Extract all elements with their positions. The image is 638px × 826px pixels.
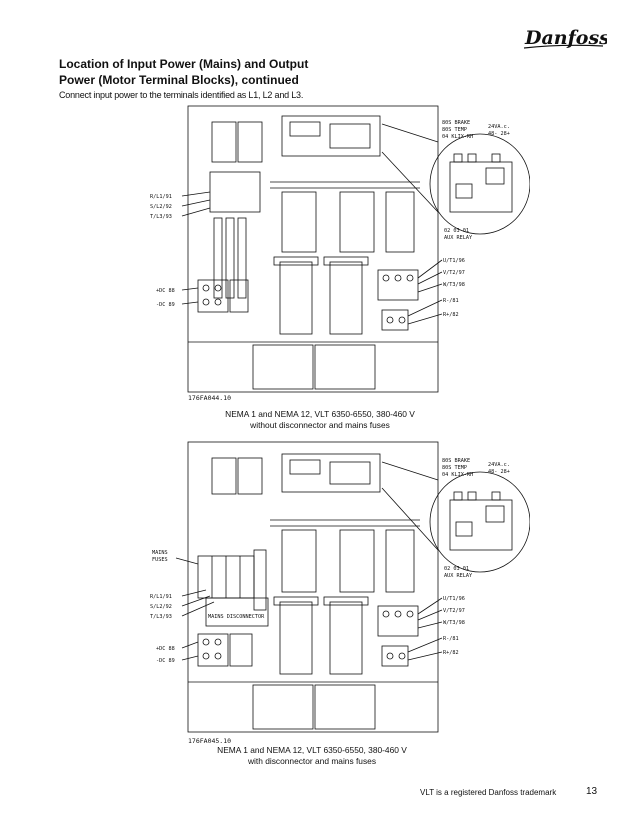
label-dc-pos: +DC 88	[156, 646, 175, 652]
label-dc-neg: -DC 89	[156, 302, 175, 308]
label-brake-r-pos: R+/82	[443, 312, 459, 318]
label-detail-2: 80S TEMP	[442, 127, 467, 133]
label-motor-w: W/T3/98	[443, 282, 465, 288]
trademark-note: VLT is a registered Danfoss trademark	[420, 788, 557, 797]
label-dc-neg: -DC 89	[156, 658, 175, 664]
capacitor-bank-2	[329, 261, 363, 335]
mains-disconnector	[205, 597, 269, 627]
label-relay-2: AUX RELAY	[444, 235, 473, 241]
label-fuses-1: MAINS	[152, 550, 168, 556]
figure-1-caption: NEMA 1 and NEMA 12, VLT 6350-6550, 380-4…	[170, 409, 470, 431]
label-motor-v: V/T2/97	[443, 270, 465, 276]
label-motor-w: W/T3/98	[443, 620, 465, 626]
label-dc-pos: +DC 88	[156, 288, 175, 294]
label-detail-1: 80S BRAKE	[442, 458, 470, 464]
figure-2-caption-line-2: with disconnector and mains fuses	[247, 756, 377, 766]
capacitor-bank-1	[279, 261, 313, 335]
label-relay-1: 02 03 01	[444, 566, 469, 572]
svg-text:Danfoss: Danfoss	[524, 27, 607, 49]
figure-2-id: 176FA045.10	[188, 737, 232, 745]
figure-1-diagram: R/L1/91 S/L2/92 T/L3/93 +DC 88 -DC 89 U/…	[150, 105, 530, 393]
label-mains-t: T/L3/93	[150, 614, 172, 620]
figure-2-caption: NEMA 1 and NEMA 12, VLT 6350-6550, 380-4…	[162, 745, 462, 767]
capacitor-bank-1	[279, 601, 313, 675]
label-brake-r-neg: R-/81	[443, 636, 459, 642]
label-fuses-2: FUSES	[152, 557, 168, 563]
label-mains-r: R/L1/91	[150, 194, 172, 200]
figure-2-caption-line-1: NEMA 1 and NEMA 12, VLT 6350-6550, 380-4…	[217, 745, 407, 755]
label-detail-voltage-2: 48- 28+	[488, 131, 510, 137]
figure-1-caption-line-1: NEMA 1 and NEMA 12, VLT 6350-6550, 380-4…	[225, 409, 415, 419]
cabinet-outline	[187, 105, 439, 393]
label-relay-1: 02 03 01	[444, 228, 469, 234]
label-motor-u: U/T1/96	[443, 596, 465, 602]
section-title-line-1: Location of Input Power (Mains) and Outp…	[59, 57, 309, 71]
label-motor-u: U/T1/96	[443, 258, 465, 264]
figure-1-caption-line-2: without disconnector and mains fuses	[250, 420, 390, 430]
label-mains-r: R/L1/91	[150, 594, 172, 600]
page-number: 13	[586, 786, 598, 797]
label-brake-r-neg: R-/81	[443, 298, 459, 304]
control-board	[281, 115, 381, 157]
figure-2-diagram: MAINS FUSES R/L1/91 S/L2/92 T/L3/93 MAIN…	[150, 441, 530, 733]
figure-1-id: 176FA044.10	[188, 394, 232, 402]
label-detail-voltage-2: 48- 28+	[488, 469, 510, 475]
label-brake-r-pos: R+/82	[443, 650, 459, 656]
cabinet-outline	[187, 441, 439, 733]
intro-text: Connect input power to the terminals ide…	[59, 90, 304, 100]
control-board	[281, 453, 381, 493]
label-detail-2: 80S TEMP	[442, 465, 467, 471]
label-detail-3: 04 KLIX-RH	[442, 472, 473, 478]
capacitor-bank-2	[329, 601, 363, 675]
label-detail-voltage-1: 24VA.c.	[488, 462, 510, 468]
detail-callout-circle	[429, 133, 530, 235]
label-detail-1: 80S BRAKE	[442, 120, 470, 126]
label-mains-t: T/L3/93	[150, 214, 172, 220]
label-detail-3: 04 KLIX-RH	[442, 134, 473, 140]
section-title-line-2: Power (Motor Terminal Blocks), continued	[59, 73, 299, 87]
label-motor-v: V/T2/97	[443, 608, 465, 614]
label-mains-s: S/L2/92	[150, 204, 172, 210]
danfoss-logo: Danfoss	[523, 27, 607, 49]
label-detail-voltage-1: 24VA.c.	[488, 124, 510, 130]
label-relay-2: AUX RELAY	[444, 573, 473, 579]
detail-callout-circle	[429, 471, 530, 573]
section-title: Location of Input Power (Mains) and Outp…	[59, 56, 389, 88]
label-mains-s: S/L2/92	[150, 604, 172, 610]
label-disconnector: MAINS DISCONNECTOR	[208, 614, 265, 620]
